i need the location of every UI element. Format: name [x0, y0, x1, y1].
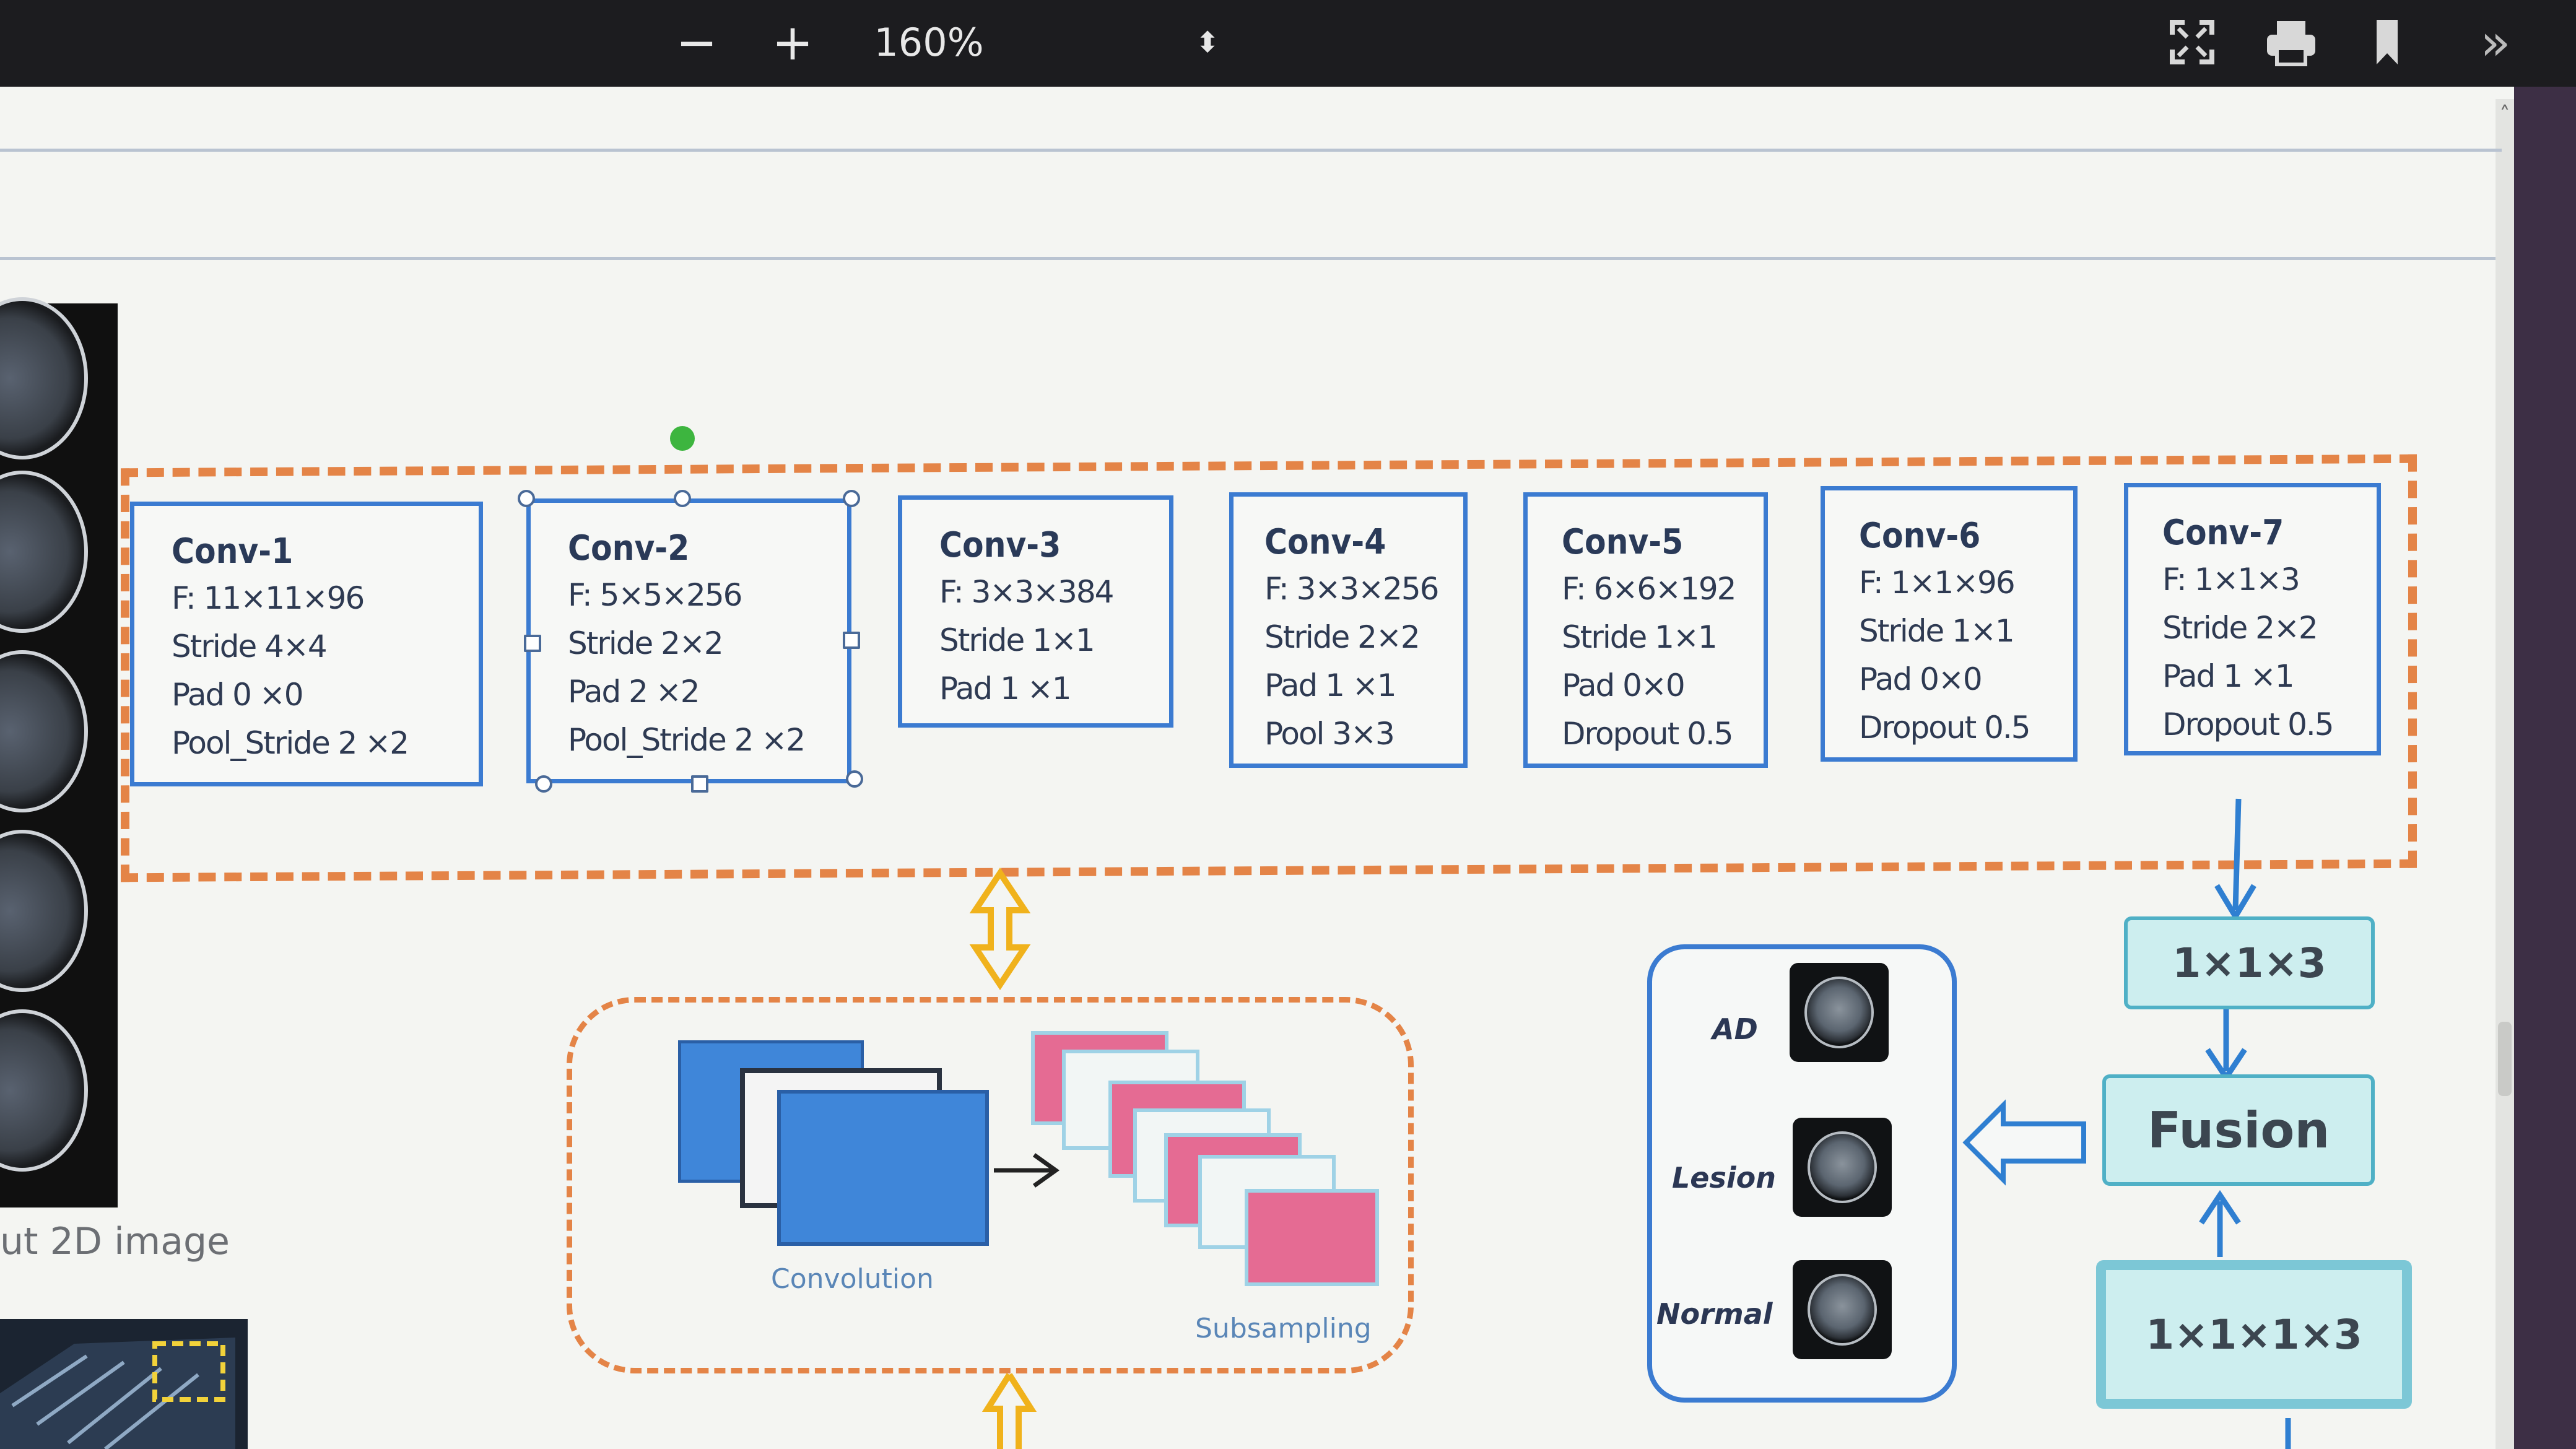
input-image-strip	[0, 297, 118, 1208]
more-tools-button[interactable]: »	[2480, 13, 2511, 71]
convolution-feature-map	[777, 1090, 989, 1246]
conv-layer-title: Conv-3	[939, 525, 1061, 565]
resize-handle[interactable]	[518, 490, 535, 507]
conv-layer-param: F: 5×5×256	[568, 577, 742, 613]
lesion-scan-image	[1793, 1118, 1892, 1217]
conv-layer-param: Pad 1 ×1	[1264, 668, 1397, 703]
output-1x1x3-block[interactable]: 1×1×3	[2124, 916, 2375, 1009]
bookmark-icon[interactable]	[2369, 11, 2406, 73]
scroll-up-icon[interactable]: ˄	[2499, 102, 2510, 127]
conv-layer-param: Pool_Stride 2 ×2	[568, 722, 806, 758]
conv-layer-param: F: 3×3×256	[1264, 571, 1439, 607]
normal-scan-image	[1793, 1260, 1892, 1359]
pdf-toolbar: − + 160% ⬍ »	[0, 0, 2576, 87]
conv-layer-title: Conv-2	[568, 528, 690, 568]
conv-layer-3-box[interactable]: Conv-3 F: 3×3×384 Stride 1×1 Pad 1 ×1	[898, 495, 1173, 728]
resize-handle[interactable]	[535, 775, 552, 793]
conv-layer-5-box[interactable]: Conv-5 F: 6×6×192 Stride 1×1 Pad 0×0 Dro…	[1523, 492, 1768, 768]
zoom-dropdown-arrow-icon[interactable]: ⬍	[1195, 25, 1220, 59]
conv-layer-param: Stride 2×2	[2162, 610, 2318, 646]
resize-handle[interactable]	[843, 632, 860, 649]
zoom-out-button[interactable]: −	[676, 13, 718, 71]
conv-layer-param: F: 1×1×3	[2162, 562, 2300, 598]
bidirectional-arrow-icon	[981, 1373, 1037, 1449]
conv-layer-param: F: 11×11×96	[172, 580, 365, 616]
bidirectional-arrow-icon	[969, 867, 1031, 991]
conv-layer-4-box[interactable]: Conv-4 F: 3×3×256 Stride 2×2 Pad 1 ×1 Po…	[1229, 492, 1468, 768]
conv-layer-param: Dropout 0.5	[1859, 710, 2031, 746]
conv-layer-param: Stride 2×2	[1264, 619, 1421, 655]
3d-volume-image	[0, 1319, 248, 1449]
class-label-normal: Normal	[1656, 1297, 1773, 1331]
subsampling-label: Subsampling	[1195, 1313, 1372, 1344]
print-icon[interactable]	[2263, 11, 2319, 73]
conv-layer-param: Stride 1×1	[939, 622, 1095, 658]
conv-layer-title: Conv-4	[1264, 522, 1386, 562]
class-label-lesion: Lesion	[1672, 1161, 1777, 1194]
conv-layer-param: F: 6×6×192	[1562, 571, 1736, 607]
conv-layer-param: Pool 3×3	[1264, 716, 1395, 752]
conv-layer-param: Stride 1×1	[1859, 613, 2015, 649]
page-rule-top	[0, 149, 2502, 152]
conv-layer-param: Pad 1 ×1	[2162, 658, 2295, 694]
ad-scan-image	[1790, 963, 1889, 1062]
conv-layer-param: F: 1×1×96	[1859, 565, 2016, 601]
input-image-caption: ut 2D image	[0, 1220, 230, 1263]
subsampling-layer	[1245, 1189, 1379, 1286]
conv-layer-2-box[interactable]: Conv-2 F: 5×5×256 Stride 2×2 Pad 2 ×2 Po…	[526, 498, 851, 783]
input-1x1x1x3-block[interactable]: 1×1×1×3	[2096, 1260, 2412, 1409]
zoom-in-button[interactable]: +	[772, 13, 814, 71]
conv-layer-param: Pool_Stride 2 ×2	[172, 725, 409, 761]
class-label-ad: AD	[1712, 1012, 1758, 1046]
conv-layer-title: Conv-6	[1859, 516, 1981, 556]
conv-layer-param: Dropout 0.5	[1562, 716, 1734, 752]
conv-layer-title: Conv-7	[2162, 513, 2284, 553]
conv-layer-param: Stride 4×4	[172, 629, 328, 664]
resize-handle[interactable]	[843, 490, 860, 507]
conv-layer-7-box[interactable]: Conv-7 F: 1×1×3 Stride 2×2 Pad 1 ×1 Drop…	[2124, 483, 2381, 755]
resize-handle[interactable]	[846, 770, 863, 788]
fusion-block[interactable]: Fusion	[2102, 1074, 2375, 1186]
conv-layer-title: Conv-5	[1562, 522, 1684, 562]
background-window-edge	[2514, 87, 2576, 1449]
conv-layer-param: Stride 1×1	[1562, 619, 1718, 655]
conv-layer-param: Stride 2×2	[568, 625, 724, 661]
conv-layer-param: Pad 2 ×2	[568, 674, 700, 710]
conv-layer-6-box[interactable]: Conv-6 F: 1×1×96 Stride 1×1 Pad 0×0 Drop…	[1821, 486, 2078, 762]
conv-layer-param: Dropout 0.5	[2162, 707, 2334, 742]
conv-layer-title: Conv-1	[172, 531, 294, 572]
scrollbar-thumb[interactable]	[2498, 1022, 2512, 1096]
conv-layer-param: Pad 0 ×0	[172, 677, 304, 713]
conv-layer-param: F: 3×3×384	[939, 574, 1114, 610]
conv-layer-param: Pad 1 ×1	[939, 671, 1072, 707]
cnn-illustration-container	[567, 997, 1414, 1373]
resize-handle[interactable]	[691, 775, 708, 793]
conv-layer-param: Pad 0×0	[1562, 668, 1686, 703]
resize-handle[interactable]	[674, 490, 691, 507]
conv-layer-1-box[interactable]: Conv-1 F: 11×11×96 Stride 4×4 Pad 0 ×0 P…	[130, 502, 483, 786]
rotation-handle[interactable]	[670, 426, 695, 451]
convolution-label: Convolution	[771, 1263, 934, 1295]
fullscreen-icon[interactable]	[2167, 11, 2217, 73]
conv-layer-param: Pad 0×0	[1859, 661, 1983, 697]
vertical-scrollbar[interactable]	[2496, 99, 2514, 1449]
resize-handle[interactable]	[524, 635, 541, 652]
zoom-select[interactable]: 160%	[874, 19, 984, 65]
page-rule-second	[0, 257, 2496, 260]
